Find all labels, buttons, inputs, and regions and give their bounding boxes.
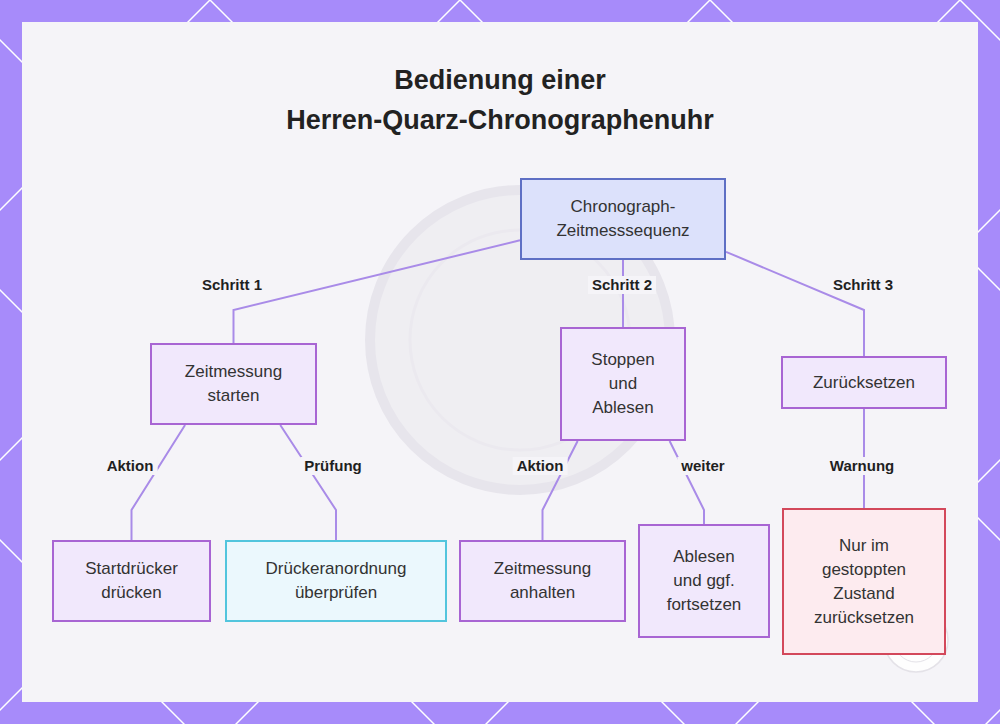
node-text: Chronograph- Zeitmesssequenz [537, 195, 709, 243]
edge-label: Warnung [826, 457, 898, 475]
word: Stoppen [591, 350, 654, 369]
connector-line [280, 425, 336, 540]
edge-label: Schritt 3 [829, 276, 897, 294]
connector-line [726, 252, 864, 356]
node-text: Drückeranordnung überprüfen [242, 557, 430, 605]
word: überprüfen [295, 583, 377, 602]
connector-line [132, 425, 186, 540]
word: Bedienung [394, 65, 534, 95]
word: Ablesen [673, 547, 734, 566]
node-text: Nur im gestoppten Zustand zurücksetzen [814, 534, 914, 630]
word: gestoppten [822, 560, 906, 579]
word: Startdrücker [85, 559, 178, 578]
word: einer [541, 65, 606, 95]
word: und [673, 571, 701, 590]
process-box: Stoppen und Ablesen [560, 327, 686, 441]
diagram-title: Bedienung einer Herren-Quarz-Chronograph… [200, 60, 800, 140]
word: Zeitmesssequenz [556, 221, 689, 240]
process-box: Zeitmessung starten [150, 343, 317, 425]
process-box: Zurücksetzen [781, 356, 947, 409]
word: fortsetzen [667, 595, 742, 614]
process-box: Zeitmessung anhalten [459, 540, 626, 622]
edge-label: weiter [677, 457, 728, 475]
word: starten [208, 386, 260, 405]
process-box: Startdrücker drücken [52, 540, 211, 622]
edge-label: Schritt 2 [588, 276, 656, 294]
node-text: Zurücksetzen [813, 371, 915, 395]
word: ggf. [706, 571, 734, 590]
word: im [871, 536, 889, 555]
node-text: Startdrücker drücken [69, 557, 194, 605]
word: anhalten [510, 583, 575, 602]
word: drücken [101, 583, 161, 602]
word: Zurücksetzen [813, 373, 915, 392]
word: zurücksetzen [814, 608, 914, 627]
panel [22, 22, 978, 702]
process-box: Ablesen und ggf. fortsetzen [638, 524, 770, 638]
word: Zustand [833, 584, 894, 603]
word: Chronograph- [571, 197, 676, 216]
edge-label: Aktion [513, 457, 568, 475]
connector-line [234, 240, 521, 343]
process-box: Drückeranordnung überprüfen [225, 540, 447, 622]
connector-line [670, 441, 704, 524]
edge-label: Aktion [103, 457, 158, 475]
word: Zeitmessung [494, 559, 591, 578]
root-box: Chronograph- Zeitmesssequenz [520, 178, 726, 260]
edge-label: Schritt 1 [198, 276, 266, 294]
word: Zeitmessung [185, 362, 282, 381]
warning-box: Nur im gestoppten Zustand zurücksetzen [782, 508, 946, 655]
edge-label: Prüfung [300, 457, 366, 475]
node-text: Zeitmessung starten [172, 360, 295, 408]
word: Nur [839, 536, 866, 555]
node-text: Zeitmessung anhalten [481, 557, 604, 605]
connector-line [543, 441, 578, 540]
word: Drückeranordnung [266, 559, 407, 578]
word: Herren-Quarz-Chronographenuhr [286, 105, 714, 135]
node-text: Ablesen und ggf. fortsetzen [660, 545, 748, 617]
word: und [609, 374, 637, 393]
word: Ablesen [592, 398, 653, 417]
node-text: Stoppen und Ablesen [582, 348, 664, 420]
